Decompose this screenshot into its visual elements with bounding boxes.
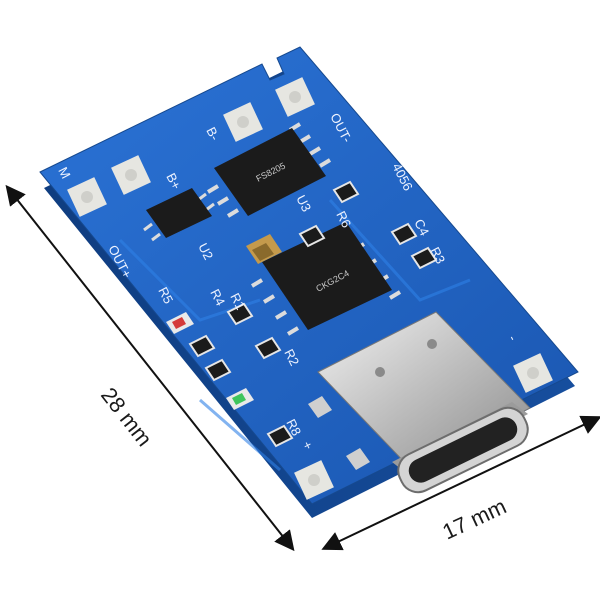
pad-out-minus bbox=[275, 77, 315, 117]
label-c4: C4 bbox=[411, 217, 432, 239]
capacitor bbox=[246, 234, 282, 264]
label-r8: R8 bbox=[283, 417, 304, 439]
label-r2: R2 bbox=[281, 347, 302, 369]
led-red bbox=[166, 312, 194, 334]
label-u2: U2 bbox=[195, 241, 216, 263]
charger-ic: CKG2C4 bbox=[250, 222, 402, 336]
width-label: 17 mm bbox=[439, 493, 511, 544]
pad-b-plus bbox=[111, 155, 151, 195]
u2-chip bbox=[143, 188, 215, 242]
pad-out-plus bbox=[67, 177, 107, 217]
label-r1: R1 bbox=[227, 291, 248, 313]
label-r4: R4 bbox=[207, 287, 228, 309]
label-r3: R3 bbox=[427, 245, 448, 267]
pad-b-minus bbox=[223, 102, 263, 142]
led-green bbox=[226, 388, 254, 410]
label-b-plus: B+ bbox=[163, 171, 184, 192]
label-minus: - bbox=[505, 333, 520, 344]
solder-pads bbox=[67, 77, 553, 500]
length-label: 28 mm bbox=[96, 383, 157, 451]
label-r5: R5 bbox=[155, 285, 176, 307]
smd-components bbox=[166, 180, 438, 448]
usb-c-connector bbox=[308, 311, 531, 494]
label-u3: U3 bbox=[293, 193, 314, 215]
label-r6: R6 bbox=[333, 209, 354, 231]
protection-ic: FS8205 bbox=[206, 122, 332, 218]
silkscreen-labels: B+ B- OUT- OUT+ 4056 M U2 U3 R6 C4 R3 R5… bbox=[55, 111, 520, 453]
pad-minus bbox=[513, 353, 553, 393]
label-b-minus: B- bbox=[203, 125, 222, 143]
pad-plus bbox=[294, 460, 334, 500]
